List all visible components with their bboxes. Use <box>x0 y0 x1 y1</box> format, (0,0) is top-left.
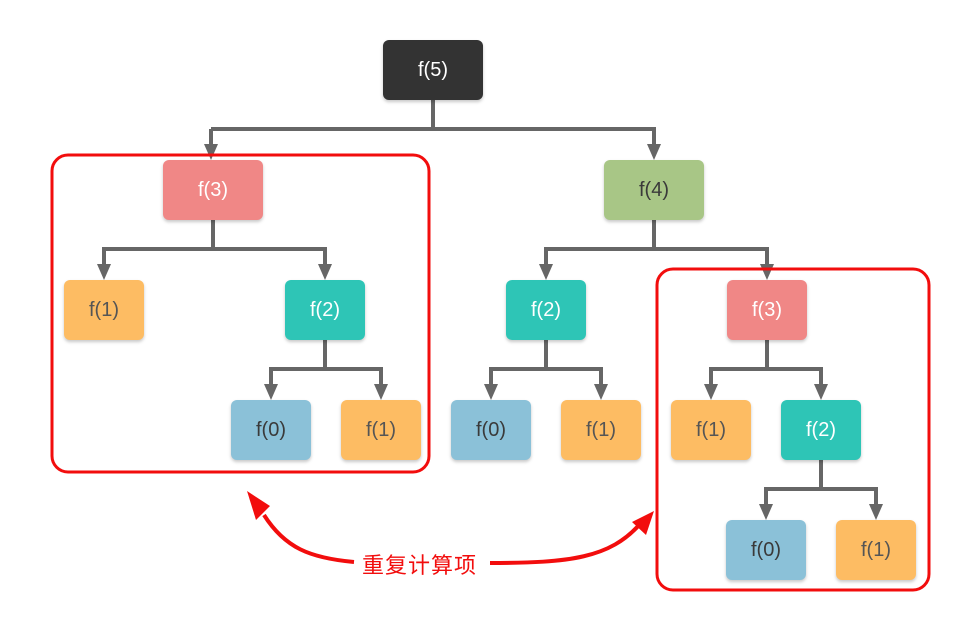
annotation-arrow-left <box>262 513 355 564</box>
node-f1-c: f(1) <box>561 400 641 460</box>
annotation-arrowhead-left <box>247 491 270 520</box>
edge-f4-bus <box>544 220 769 251</box>
edge-f2b-bus <box>489 340 603 371</box>
node-f0-a: f(0) <box>231 400 311 460</box>
node-f3-right: f(3) <box>727 280 807 340</box>
node-f2-c: f(2) <box>781 400 861 460</box>
arrowhead <box>97 264 111 280</box>
arrowhead <box>869 504 883 520</box>
node-f2-b: f(2) <box>506 280 586 340</box>
arrowhead <box>318 264 332 280</box>
arrowhead <box>704 384 718 400</box>
annotation-label: 重复计算项 <box>362 554 478 579</box>
arrowhead <box>204 144 218 160</box>
edge-f3-bus <box>102 220 327 251</box>
node-f1-d: f(1) <box>671 400 751 460</box>
node-f1-a: f(1) <box>64 280 144 340</box>
node-f1-b: f(1) <box>341 400 421 460</box>
highlight-box-left <box>50 153 431 474</box>
annotation-arrowhead-right <box>632 511 654 535</box>
edge-f3r-bus <box>709 340 823 371</box>
arrowhead <box>814 384 828 400</box>
node-f0-b: f(0) <box>451 400 531 460</box>
node-f1-e: f(1) <box>836 520 916 580</box>
arrowhead <box>594 384 608 400</box>
arrowhead <box>760 264 774 280</box>
node-f3-left: f(3) <box>163 160 263 220</box>
edge-f2a-bus <box>269 340 383 371</box>
arrowhead <box>264 384 278 400</box>
highlight-box-right <box>655 267 931 592</box>
arrowhead <box>484 384 498 400</box>
node-f0-c: f(0) <box>726 520 806 580</box>
node-f5: f(5) <box>383 40 483 100</box>
arrowhead <box>647 144 661 160</box>
arrowhead <box>759 504 773 520</box>
arrowhead <box>539 264 553 280</box>
edge-f2c-bus <box>764 460 878 491</box>
edge-f5-bus <box>211 100 656 131</box>
annotation-arrow-right <box>489 522 642 565</box>
node-f2-a: f(2) <box>285 280 365 340</box>
arrowhead <box>374 384 388 400</box>
node-f4: f(4) <box>604 160 704 220</box>
